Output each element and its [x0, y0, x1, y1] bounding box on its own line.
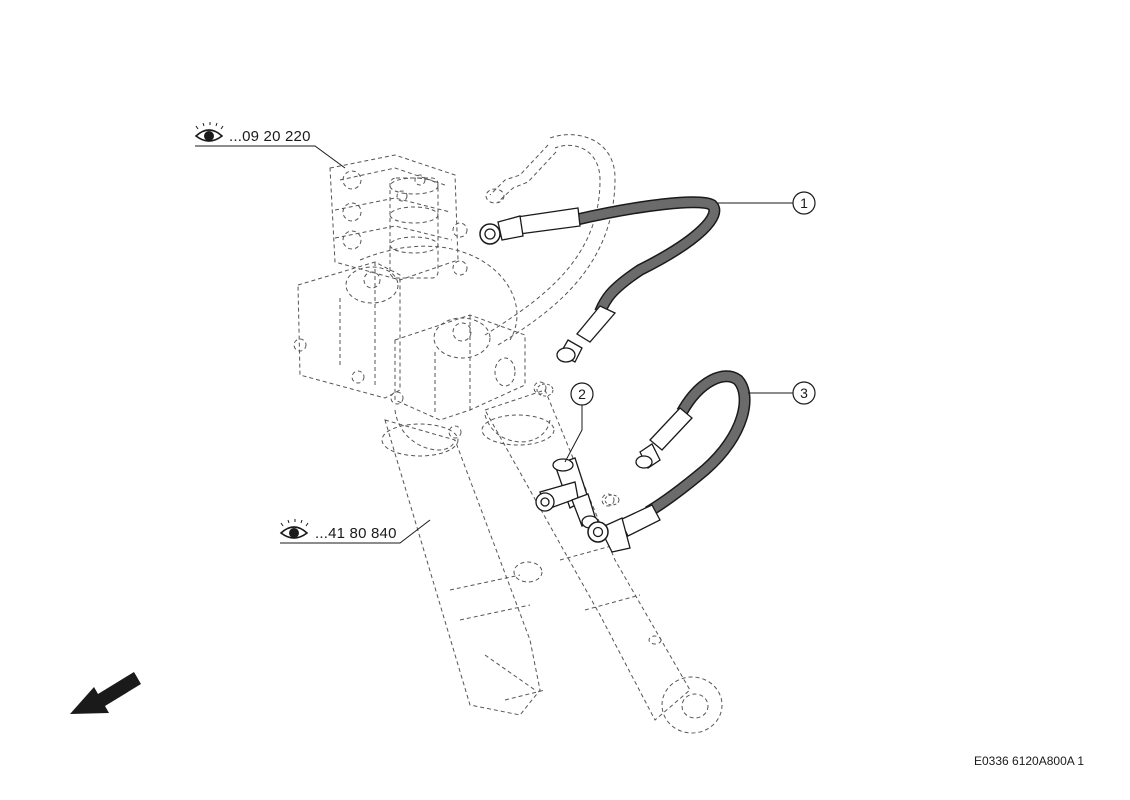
front-direction-arrow	[70, 672, 141, 714]
ghost-ports	[536, 383, 620, 506]
eye-icon	[194, 122, 224, 142]
drawing-code: E0336 6120A800A 1	[974, 754, 1085, 768]
reference-leaders	[195, 145, 431, 544]
callout-bubble-1: 1	[792, 191, 816, 215]
tee-fitting-2	[535, 457, 599, 529]
callout-number: 2	[578, 386, 586, 402]
hose-3	[587, 370, 751, 553]
callout-bubble-3: 3	[792, 381, 816, 405]
eye-icon	[279, 519, 309, 539]
callout-bubble-2: 2	[570, 382, 594, 406]
callout-number: 3	[800, 385, 808, 401]
reference-label-bottom: ...41 80 840	[315, 525, 397, 542]
callout-number: 1	[800, 195, 808, 211]
callout-leader-2	[564, 405, 583, 463]
hose-1	[479, 196, 721, 363]
ghost-cylinder-assembly	[293, 134, 723, 734]
reference-label-top: ...09 20 220	[229, 128, 311, 145]
